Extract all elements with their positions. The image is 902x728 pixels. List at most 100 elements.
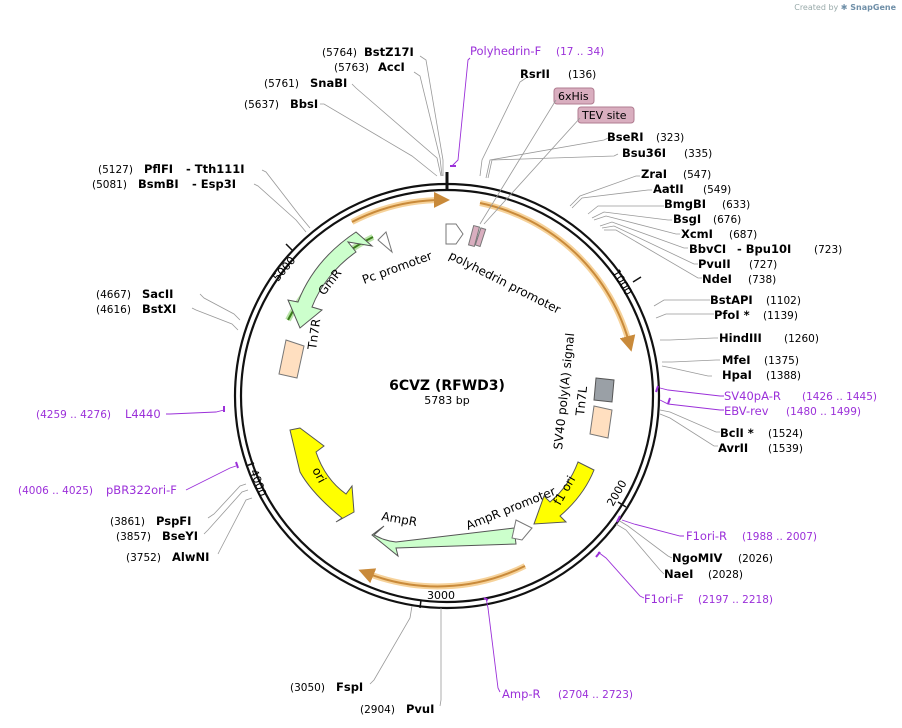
site-position: (335) [684,148,712,160]
site-position: (2028) [708,569,743,581]
site-position: (4616) [96,304,131,316]
site-position: (1139) [763,310,798,322]
tev-box [474,227,487,248]
plasmid-name: 6CVZ (RFWD3) [389,378,505,394]
primer-f1ori-r[interactable]: F1ori-R(1988 .. 2007) [686,529,817,543]
primer-f1ori-f[interactable]: F1ori-F(2197 .. 2218) [644,592,773,606]
leader-lines [191,55,720,707]
site-pvui[interactable]: (2904)PvuI [360,702,434,716]
credit-brand: SnapGene [850,3,896,12]
primer-polyhedrin-f[interactable]: Polyhedrin-F(17 .. 34) [470,44,604,58]
site-bbvci[interactable]: BbvCI- Bpu10I(723) [689,242,842,256]
primer-ebv-rev[interactable]: EBV-rev(1480 .. 1499) [724,404,861,418]
site-position: (676) [713,214,741,226]
site-acci[interactable]: (5763)AccI [334,60,405,74]
primer-marks [223,165,671,601]
site-pvuii[interactable]: PvuII(727) [698,257,777,271]
site-name: FspI [336,680,363,694]
site-xcmi[interactable]: XcmI(687) [681,227,757,241]
site-name: BsgI [673,212,701,226]
site-ndei[interactable]: NdeI(738) [702,272,776,286]
site-name: BsmBI [138,177,179,191]
tev-site-tag[interactable] [577,106,635,124]
site-hindiii[interactable]: HindIII(1260) [719,331,819,345]
ori-label: ori [309,465,329,485]
f1-ori-arrow [533,461,595,525]
site-name: BseYI [162,529,198,543]
site-sacii[interactable]: (4667)SacII [96,287,173,301]
tick-4000: 4000 [245,462,269,498]
tick-1000: 1000 [609,267,642,298]
site-position: (5763) [334,62,369,74]
plasmid-length: 5783 bp [424,394,469,407]
site-avrii[interactable]: AvrII(1539) [718,441,803,455]
site-name: Bsu36I [622,146,666,160]
primer-range: (4006 .. 4025) [18,485,93,497]
site-bmgbi[interactable]: BmgBI(633) [664,197,750,211]
site-pflfi[interactable]: (5127)PflFI- Tth111I [98,162,245,176]
ori-arrow [289,427,355,523]
site-bseyi[interactable]: (3857)BseYI [116,529,198,543]
site-alwni[interactable]: (3752) AlwNI [126,550,209,564]
site-name: BstXI [142,302,176,316]
site-position: (5761) [264,78,299,90]
site-mfei[interactable]: MfeI(1375) [722,353,799,367]
primer-pbr322ori-f[interactable]: (4006 .. 4025) pBR322ori-F [18,483,177,497]
pc-promoter-arc [351,191,450,223]
site-bstapi[interactable]: BstAPI(1102) [710,293,801,307]
snapgene-credit: Created by ✱ SnapGene [794,3,896,12]
site-name: PvuI [406,702,434,716]
6xhis-tag[interactable] [553,87,595,105]
site-name: AlwNI [172,550,209,564]
site-position: (738) [748,274,776,286]
primer-range: (17 .. 34) [556,46,604,58]
site-bsmbi[interactable]: (5081)BsmBI- Esp3I [92,177,236,191]
credit-prefix: Created by [794,3,839,12]
sv40-terminator-box [593,377,615,403]
site-name: SnaBI [310,76,347,90]
site-bsgi[interactable]: BsgI (676) [673,212,741,226]
site-rsrii[interactable]: RsrII(136) [520,67,596,81]
site-bseri[interactable]: BseRI(323) [607,130,684,144]
site-bstz17i[interactable]: (5764) BstZ17I [322,45,414,59]
gmr-arrow [287,231,374,329]
site-hpai[interactable]: HpaI(1388) [722,368,801,382]
site-aatii[interactable]: AatII(549) [653,182,731,196]
site-name: BseRI [607,130,644,144]
tn7l-box [589,405,613,439]
6xhis-box [467,224,481,248]
primer-sv40pa-r[interactable]: SV40pA-R(1426 .. 1445) [724,389,877,403]
tick-label-1000: 1000 [609,267,634,298]
site-bstxi[interactable]: (4616) BstXI [96,302,176,316]
polyhedrin-arc [479,202,636,352]
site-position: (5127) [98,164,133,176]
site-position: (3752) [126,552,161,564]
site-ngomiv[interactable]: NgoMIV(2026) [672,551,773,565]
site-position: (3861) [110,516,145,528]
site-snabi[interactable]: (5761) SnaBI [264,76,347,90]
site-name: BstZ17I [364,45,414,59]
site-position: (547) [683,169,711,181]
primer-range: (2197 .. 2218) [698,594,773,606]
site-bcli[interactable]: BclI *(1524) [720,426,803,440]
site-position: (633) [722,199,750,211]
site-position: (549) [703,184,731,196]
site-alias: - Bpu10I [737,242,791,256]
primer-l4440[interactable]: (4259 .. 4276)L4440 [36,407,161,421]
site-fspi[interactable]: (3050)FspI [290,680,363,694]
primer-amp-r[interactable]: Amp-R(2704 .. 2723) [502,687,633,701]
tag-labels: 6xHis TEV site [479,87,635,225]
site-pspfi[interactable]: (3861)PspFI [110,514,191,528]
site-position: (687) [729,229,757,241]
site-zrai[interactable]: ZraI(547) [641,167,711,181]
site-pfoi[interactable]: PfoI *(1139) [714,308,798,322]
primer-name: L4440 [125,407,161,421]
site-position: (723) [814,244,842,256]
site-name: PflFI [144,162,173,176]
site-bsu36i[interactable]: Bsu36I (335) [622,146,712,160]
site-name: BbsI [290,97,318,111]
site-bbsi[interactable]: (5637)BbsI [244,97,318,111]
site-naei[interactable]: NaeI(2028) [664,567,743,581]
primer-name: pBR322ori-F [106,483,177,497]
site-position: (5764) [322,47,357,59]
